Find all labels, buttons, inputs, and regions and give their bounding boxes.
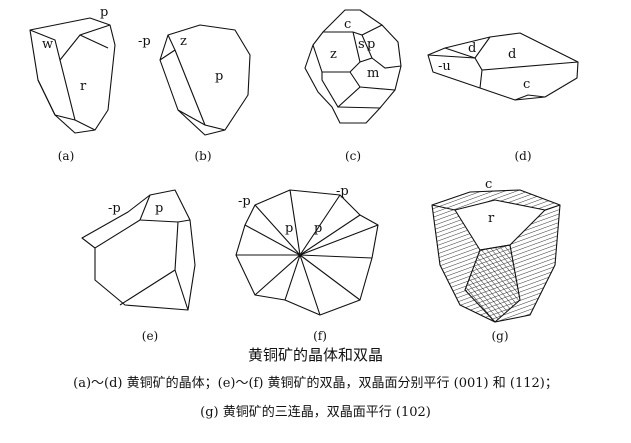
face-label: -p <box>238 194 251 209</box>
face-label: d <box>468 41 476 56</box>
face-label: -p <box>336 184 349 199</box>
caption-line-2: (g) 黄铜矿的三连晶，双晶面平行 (102) <box>200 405 431 420</box>
face-label: w <box>42 37 53 52</box>
face-label: z <box>330 47 337 62</box>
crystal-d: d -u d c (d) <box>427 32 579 163</box>
face-label: p <box>100 5 108 20</box>
face-label: p <box>215 69 223 84</box>
figure-caption: (e) <box>142 329 158 343</box>
face-label: -p <box>108 201 121 216</box>
face-label: p <box>367 37 375 52</box>
face-label: -u <box>438 59 451 74</box>
face-label: z <box>180 34 187 49</box>
figure-caption: (d) <box>514 149 531 163</box>
figure-caption: (g) <box>491 329 508 343</box>
figure-caption: (a) <box>58 149 75 163</box>
face-label: d <box>508 47 516 62</box>
figure-caption: (f) <box>313 329 327 343</box>
crystal-g: c r (g) <box>431 177 561 343</box>
crystal-a: p w r (a) <box>29 5 116 163</box>
caption-line-1: (a)～(d) 黄铜矿的晶体；(e)～(f) 黄铜矿的双晶，双晶面分别平行 (0… <box>73 376 558 391</box>
face-label: c <box>523 77 530 92</box>
face-label: p <box>285 221 293 236</box>
face-label: m <box>367 66 379 81</box>
face-label: r <box>80 79 87 94</box>
face-label: c <box>344 17 351 32</box>
face-label: r <box>488 211 495 226</box>
face-label: p <box>314 221 322 236</box>
figure-title: 黄铜矿的晶体和双晶 <box>247 346 383 364</box>
crystal-c: c z s p m (c) <box>304 9 402 163</box>
face-label: c <box>485 177 492 192</box>
face-label: p <box>155 201 163 216</box>
face-label: -p <box>138 34 151 49</box>
crystal-f: -p -p p p (f) <box>235 184 379 343</box>
figure-caption: (c) <box>345 149 361 163</box>
crystal-b: -p z p (b) <box>138 24 251 163</box>
figure-caption: (b) <box>194 149 211 163</box>
crystal-e: -p p (e) <box>81 189 196 343</box>
face-label: s <box>358 37 365 52</box>
